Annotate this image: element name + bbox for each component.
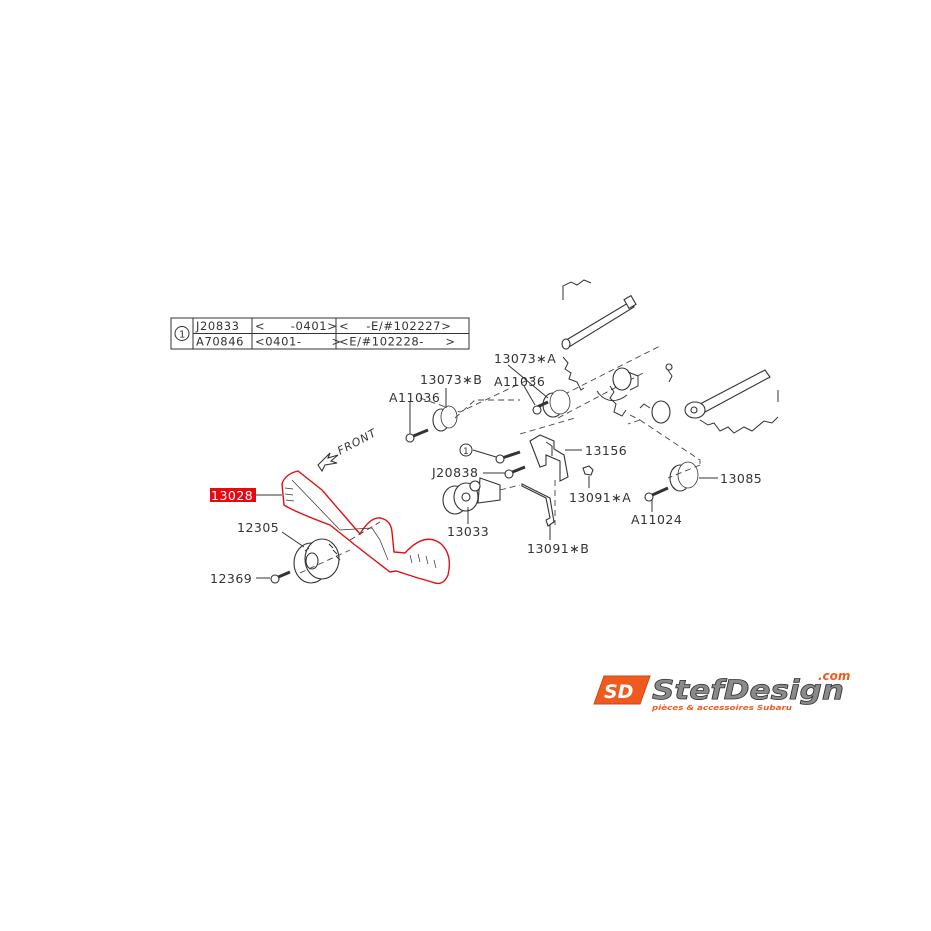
- callout-13073a: 13073∗A: [494, 351, 556, 366]
- front-arrow-icon: [317, 452, 339, 473]
- callout-a11024: A11024: [631, 512, 682, 527]
- table-row-1-part: J20833: [195, 319, 240, 333]
- sd-logo-mark: [593, 675, 651, 705]
- front-orientation: FRONT: [317, 426, 379, 473]
- callout-a11036-upper: A11036: [494, 374, 545, 389]
- camshaft-left: [561, 279, 637, 391]
- tensioner-rod-b: 13091∗B: [521, 483, 589, 556]
- callout-13156: 13156: [585, 443, 627, 458]
- callout-13091a: 13091∗A: [569, 490, 631, 505]
- highlight-13028: [210, 488, 256, 502]
- camshaft-right: [684, 369, 779, 434]
- ref-circle-label: 1: [179, 330, 186, 341]
- callout-13033: 13033: [447, 524, 489, 539]
- reference-table: 1 J20833 < -0401> < -E/#102227> A70846 <…: [170, 317, 470, 350]
- crank-bolt: 12369: [210, 570, 291, 586]
- upper-pulley-group: [419, 345, 701, 465]
- callout-13085: 13085: [720, 471, 762, 486]
- idler-pulley-a: 13073∗A: [494, 351, 571, 418]
- callout-j20838: J20838: [431, 465, 478, 480]
- callout-12369: 12369: [210, 571, 252, 586]
- ref-circle-icon: [174, 326, 190, 341]
- callout-12305: 12305: [237, 520, 279, 535]
- tensioner-bolt: J20838: [431, 465, 526, 480]
- callout-13091b: 13091∗B: [527, 541, 589, 556]
- table-row-1-date: < -0401>: [255, 319, 337, 333]
- tensioner-assembly: 13033: [442, 477, 521, 539]
- table-row-2-date: <0401- >: [255, 335, 342, 349]
- tensioner-clip-a: 13091∗A: [569, 465, 631, 505]
- front-label: FRONT: [335, 426, 379, 458]
- logo-tld: .com: [818, 669, 850, 683]
- sprocket-bolt: A11024: [631, 486, 682, 527]
- callout-ref-1: 1: [463, 447, 469, 457]
- ref-bolt: 1: [459, 443, 521, 464]
- cam-sprocket: 13085: [667, 461, 762, 492]
- timing-belt: 13028: [210, 470, 451, 585]
- ref-circle-icon: [459, 443, 473, 457]
- callout-a11036-left: A11036: [389, 390, 440, 405]
- callout-13028: 13028: [211, 488, 253, 503]
- idler-b-bolt: A11036: [389, 390, 440, 443]
- table-row-2-engine: <E/#102228- >: [339, 335, 456, 349]
- tensioner-bracket: 13156: [519, 417, 627, 525]
- stefdesign-logo: SD StefDesign .com pièces & accessoires …: [593, 669, 850, 712]
- table-row-2-part: A70846: [196, 335, 244, 349]
- idler-a-bolt: A11036: [494, 374, 549, 415]
- callout-13073b: 13073∗B: [420, 372, 482, 387]
- crank-pulley: 12305: [237, 520, 351, 584]
- logo-mark-text: SD: [604, 681, 633, 703]
- idler-pulley-b: 13073∗B: [420, 372, 520, 432]
- table-row-1-engine: < -E/#102227>: [339, 319, 451, 333]
- logo-tagline: pièces & accessoires Subaru: [651, 704, 792, 712]
- logo-name: StefDesign: [652, 675, 844, 706]
